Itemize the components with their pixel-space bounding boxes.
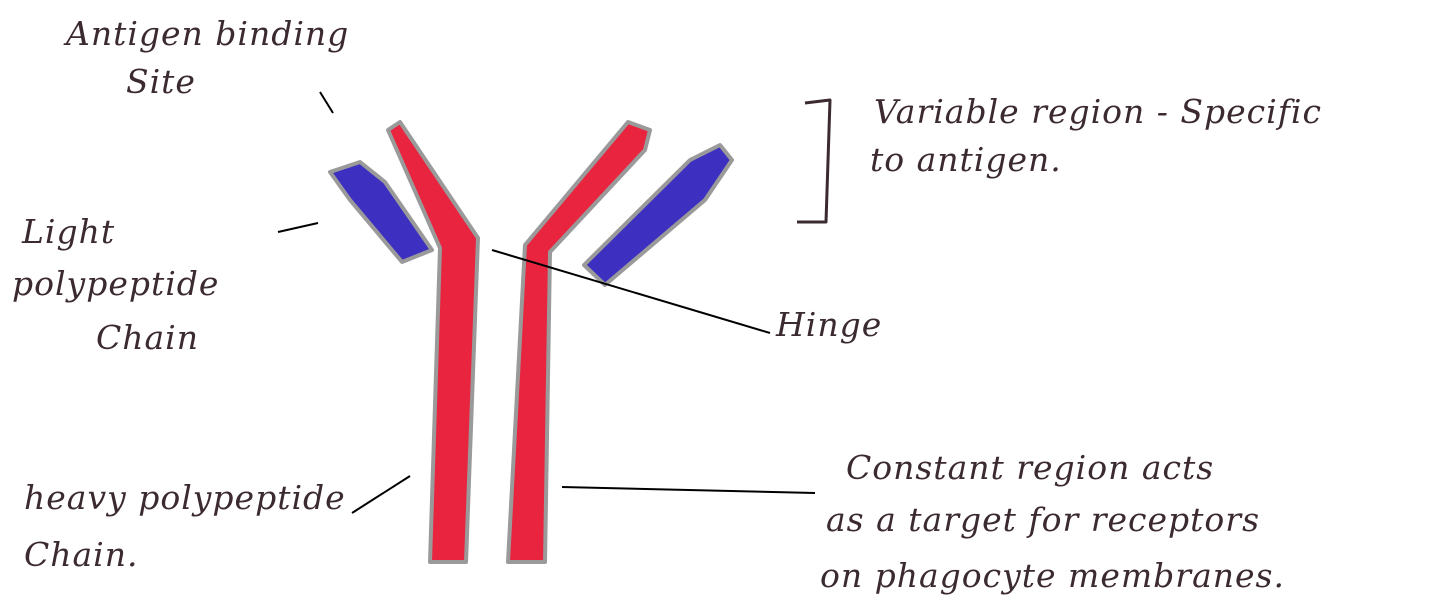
constant-region-leader-line — [562, 487, 815, 493]
right-heavy-chain — [508, 122, 650, 562]
variable-region-label-line2: to antigen. — [870, 140, 1062, 180]
variable-region-label: Variable region - Specific — [874, 92, 1322, 132]
constant-region-label-line3: on phagocyte membranes. — [820, 556, 1285, 596]
light-chain-label-line2: polypeptide — [12, 264, 219, 304]
hinge-label: Hinge — [776, 305, 882, 345]
light-chain-label: Light — [22, 212, 115, 252]
left-heavy-chain — [388, 122, 478, 562]
heavy-chain-label: heavy polypeptide — [24, 478, 346, 518]
constant-region-label-line2: as a target for receptors — [826, 500, 1260, 540]
antigen-site-leader-line — [320, 92, 333, 113]
heavy-chain-label-line2: Chain. — [24, 535, 138, 575]
antigen-binding-site-label: Antigen binding — [66, 14, 349, 54]
constant-region-label: Constant region acts — [846, 448, 1214, 488]
variable-region-bracket — [797, 100, 830, 222]
light-chain-leader-line — [278, 223, 318, 232]
heavy-chain-leader-line — [352, 476, 410, 513]
antigen-binding-site-label-line2: Site — [126, 62, 196, 102]
light-chain-label-line3: Chain — [96, 318, 199, 358]
